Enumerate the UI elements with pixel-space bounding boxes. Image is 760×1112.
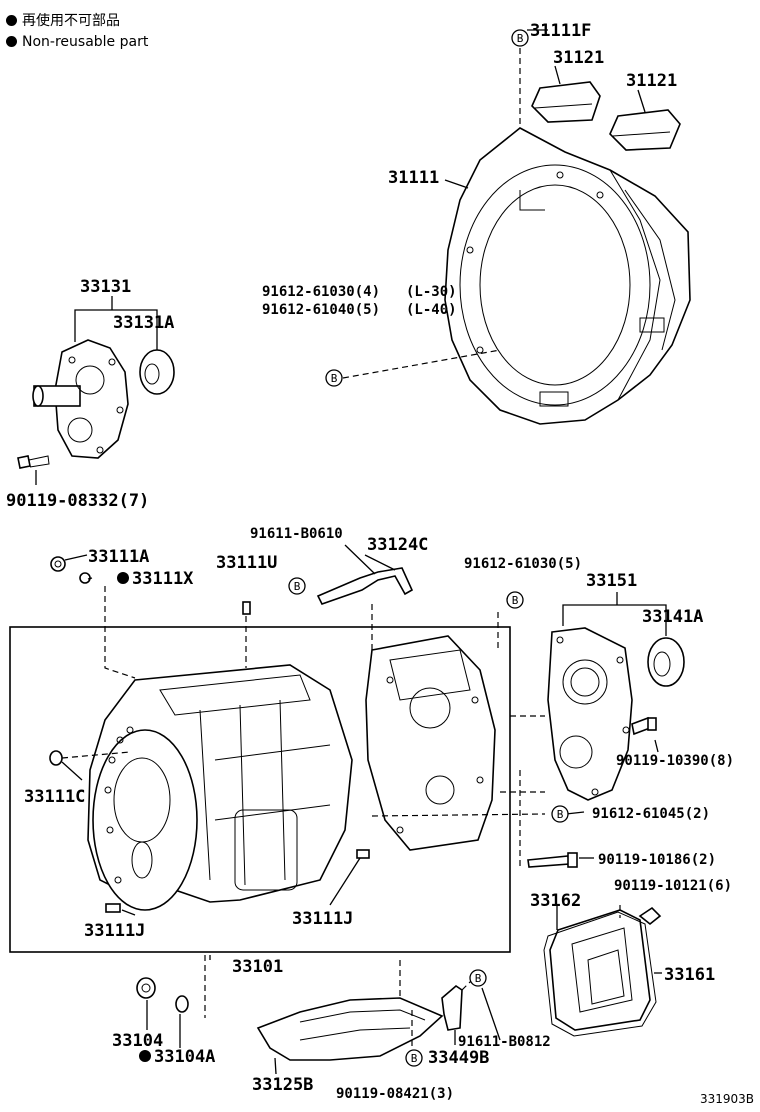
label-33101: 33101 bbox=[232, 957, 283, 977]
legend-non-reusable-jp: 再使用不可部品 bbox=[6, 10, 120, 30]
label-31111: 31111 bbox=[388, 168, 439, 188]
bolt-marker-b-icon: B bbox=[551, 805, 569, 823]
label-33161: 33161 bbox=[664, 965, 715, 985]
label-33141A: 33141A bbox=[642, 607, 703, 627]
diagram-code: 331903B bbox=[699, 1092, 754, 1106]
oil-seal-33131A[interactable] bbox=[139, 349, 175, 395]
bolt-marker-b-icon: B bbox=[469, 969, 487, 987]
bolt-90119-10186[interactable] bbox=[527, 852, 578, 868]
label-33111U: 33111U bbox=[216, 553, 277, 573]
label-33131: 33131 bbox=[80, 277, 131, 297]
pin-33111J-right[interactable] bbox=[356, 849, 370, 859]
plug-33111A[interactable] bbox=[50, 556, 66, 572]
bearing-retainer-33131[interactable] bbox=[32, 339, 129, 459]
label-note-L30: (L-30) bbox=[406, 284, 457, 300]
bolt-marker-letter: B bbox=[331, 372, 338, 385]
oil-separator-33125B[interactable] bbox=[256, 997, 444, 1061]
label-90119-10390: 90119-10390(8) bbox=[616, 753, 734, 769]
gasket-33104A[interactable] bbox=[175, 995, 189, 1013]
oil-seal-33141A[interactable] bbox=[647, 637, 685, 687]
pin-33111U[interactable] bbox=[242, 601, 251, 615]
bolt-90119-08332[interactable] bbox=[17, 455, 50, 469]
transmission-case-33101[interactable] bbox=[87, 664, 353, 911]
label-33111J-right: 33111J bbox=[292, 909, 353, 929]
gasket-33111X[interactable] bbox=[79, 572, 91, 584]
legend-non-reusable-en: Non-reusable part bbox=[6, 34, 148, 50]
label-90119-08332: 90119-08332(7) bbox=[6, 491, 149, 511]
label-33131A: 33131A bbox=[113, 313, 174, 333]
bolt-marker-b-icon: B bbox=[325, 369, 343, 387]
clutch-housing-31111[interactable] bbox=[444, 127, 691, 425]
label-33162: 33162 bbox=[530, 891, 581, 911]
bolt-marker-b-icon: B bbox=[511, 29, 529, 47]
label-33111C: 33111C bbox=[24, 787, 85, 807]
non-reusable-dot-icon bbox=[117, 572, 129, 584]
label-33125B: 33125B bbox=[252, 1075, 313, 1095]
bolt-90119-10121[interactable] bbox=[638, 906, 662, 926]
bolt-marker-letter: B bbox=[475, 972, 482, 985]
bracket-33124C[interactable] bbox=[316, 567, 414, 605]
label-33111X: 33111X bbox=[132, 569, 194, 589]
label-91611-B0610: 91611-B0610 bbox=[250, 526, 343, 542]
case-assembly-frame bbox=[9, 626, 511, 953]
bolt-90119-10390[interactable] bbox=[631, 716, 657, 736]
label-note-L40: (L-40) bbox=[406, 302, 457, 318]
label-33111J-left: 33111J bbox=[84, 921, 145, 941]
label-91612-61045: 91612-61045(2) bbox=[592, 806, 710, 822]
label-90119-10186: 90119-10186(2) bbox=[598, 852, 716, 868]
label-91611-B0812: 91611-B0812 bbox=[458, 1034, 551, 1050]
cover-33161[interactable] bbox=[549, 909, 651, 1031]
non-reusable-dot-icon bbox=[6, 15, 17, 26]
label-33104A: 33104A bbox=[154, 1047, 215, 1067]
label-91612-61030-5: 91612-61030(5) bbox=[464, 556, 582, 572]
label-90119-10121: 90119-10121(6) bbox=[614, 878, 732, 894]
plug-33111C[interactable] bbox=[49, 750, 63, 766]
label-33449B: 33449B bbox=[428, 1048, 489, 1068]
label-31121-left: 31121 bbox=[553, 48, 604, 68]
label-33151: 33151 bbox=[586, 571, 637, 591]
gasket-33162[interactable] bbox=[543, 911, 657, 1037]
label-33111A: 33111A bbox=[88, 547, 149, 567]
label-31121-right: 31121 bbox=[626, 71, 677, 91]
bolt-marker-letter: B bbox=[517, 32, 524, 45]
label-31111F: 31111F bbox=[530, 21, 591, 41]
legend-text-jp: 再使用不可部品 bbox=[22, 13, 120, 29]
non-reusable-dot-icon bbox=[6, 36, 17, 47]
non-reusable-dot-icon bbox=[139, 1050, 151, 1062]
plug-33104[interactable] bbox=[136, 977, 156, 999]
bolt-marker-letter: B bbox=[411, 1052, 418, 1065]
label-91612-61030-4: 91612-61030(4) bbox=[262, 284, 380, 300]
cover-31121-right[interactable] bbox=[609, 109, 681, 151]
bracket-33449B[interactable] bbox=[441, 984, 463, 1031]
label-33124C: 33124C bbox=[367, 535, 428, 555]
bolt-marker-b-icon: B bbox=[288, 577, 306, 595]
extension-housing-33151[interactable] bbox=[547, 627, 633, 801]
bolt-marker-b-icon: B bbox=[405, 1049, 423, 1067]
label-91612-61040-5: 91612-61040(5) bbox=[262, 302, 380, 318]
intermediate-plate-33101[interactable] bbox=[365, 635, 496, 851]
bolt-marker-letter: B bbox=[294, 580, 301, 593]
label-33104: 33104 bbox=[112, 1031, 163, 1051]
bolt-marker-letter: B bbox=[557, 808, 564, 821]
legend-text-en: Non-reusable part bbox=[22, 34, 149, 50]
bolt-marker-letter: B bbox=[512, 594, 519, 607]
cover-31121-left[interactable] bbox=[531, 81, 601, 123]
pin-33111J-left[interactable] bbox=[105, 903, 121, 913]
label-90119-08421: 90119-08421(3) bbox=[336, 1086, 454, 1102]
bolt-marker-b-icon: B bbox=[506, 591, 524, 609]
